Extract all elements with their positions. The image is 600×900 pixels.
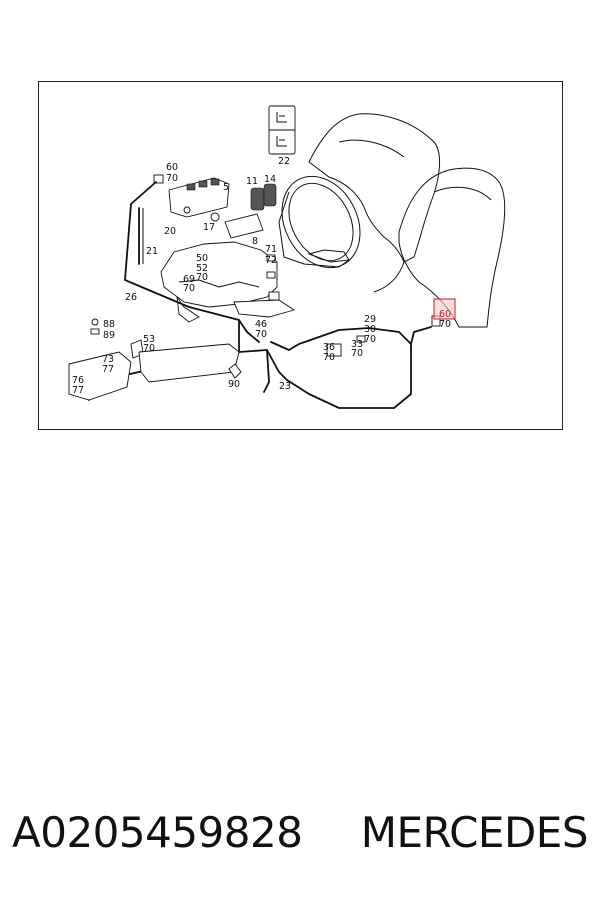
- label: 88: [103, 319, 115, 330]
- label: 11: [246, 176, 258, 187]
- wiring-harness-diagram: 60 70 5 11 14 22 20 17 21 8 71 72 50 52 …: [68, 105, 506, 409]
- label: 14: [264, 174, 276, 185]
- label: 33: [351, 339, 363, 350]
- label: 76: [72, 375, 84, 386]
- left-lower-module: [68, 339, 240, 401]
- label: 46: [255, 319, 267, 330]
- label: 26: [125, 292, 137, 303]
- label-highlighted: 60: [439, 309, 451, 320]
- label: 52: [196, 263, 208, 274]
- label: 20: [164, 226, 176, 237]
- label: 60: [166, 162, 178, 173]
- label: 70: [351, 348, 363, 359]
- relay-block: [268, 105, 296, 155]
- label: 23: [279, 381, 291, 392]
- label: 8: [252, 236, 258, 247]
- connectors: [90, 206, 441, 379]
- label: 72: [265, 255, 277, 266]
- label: 17: [203, 222, 215, 233]
- label: 53: [143, 334, 155, 345]
- footer: A0205459828 MERCEDES: [0, 800, 600, 864]
- label: 70: [196, 272, 208, 283]
- label: 70: [183, 283, 195, 294]
- label: 70: [439, 319, 451, 330]
- column-rod: [138, 207, 144, 265]
- label: 77: [102, 364, 114, 375]
- label: 36: [323, 342, 335, 353]
- label: 22: [278, 156, 290, 167]
- instrument-panel: [160, 241, 296, 323]
- label: 50: [196, 253, 208, 264]
- label: 21: [146, 246, 158, 257]
- label: 70: [143, 343, 155, 354]
- callout-labels: 60 70 5 11 14 22 20 17 21 8 71 72 50 52 …: [72, 156, 451, 396]
- label: 89: [103, 330, 115, 341]
- label: 70: [166, 173, 178, 184]
- brand-name: MERCEDES: [360, 807, 589, 857]
- label: 69: [183, 274, 195, 285]
- label: 73: [102, 354, 114, 365]
- label: 77: [72, 385, 84, 396]
- label: 29: [364, 314, 376, 325]
- steering-wheel: [278, 175, 361, 269]
- diagram-frame: 60 70 5 11 14 22 20 17 21 8 71 72 50 52 …: [38, 81, 563, 430]
- switch-cluster: [153, 174, 230, 218]
- label: 70: [255, 329, 267, 340]
- label: 30: [364, 324, 376, 335]
- highlight-box: [433, 298, 456, 320]
- label: 90: [228, 379, 240, 390]
- label: 70: [323, 352, 335, 363]
- switch-pads: [224, 183, 277, 239]
- label: 70: [364, 334, 376, 345]
- label: 5: [223, 182, 229, 193]
- seat-right: [398, 167, 506, 328]
- seat-left: [308, 113, 440, 293]
- label: 71: [265, 244, 277, 255]
- part-number: A0205459828: [12, 807, 303, 857]
